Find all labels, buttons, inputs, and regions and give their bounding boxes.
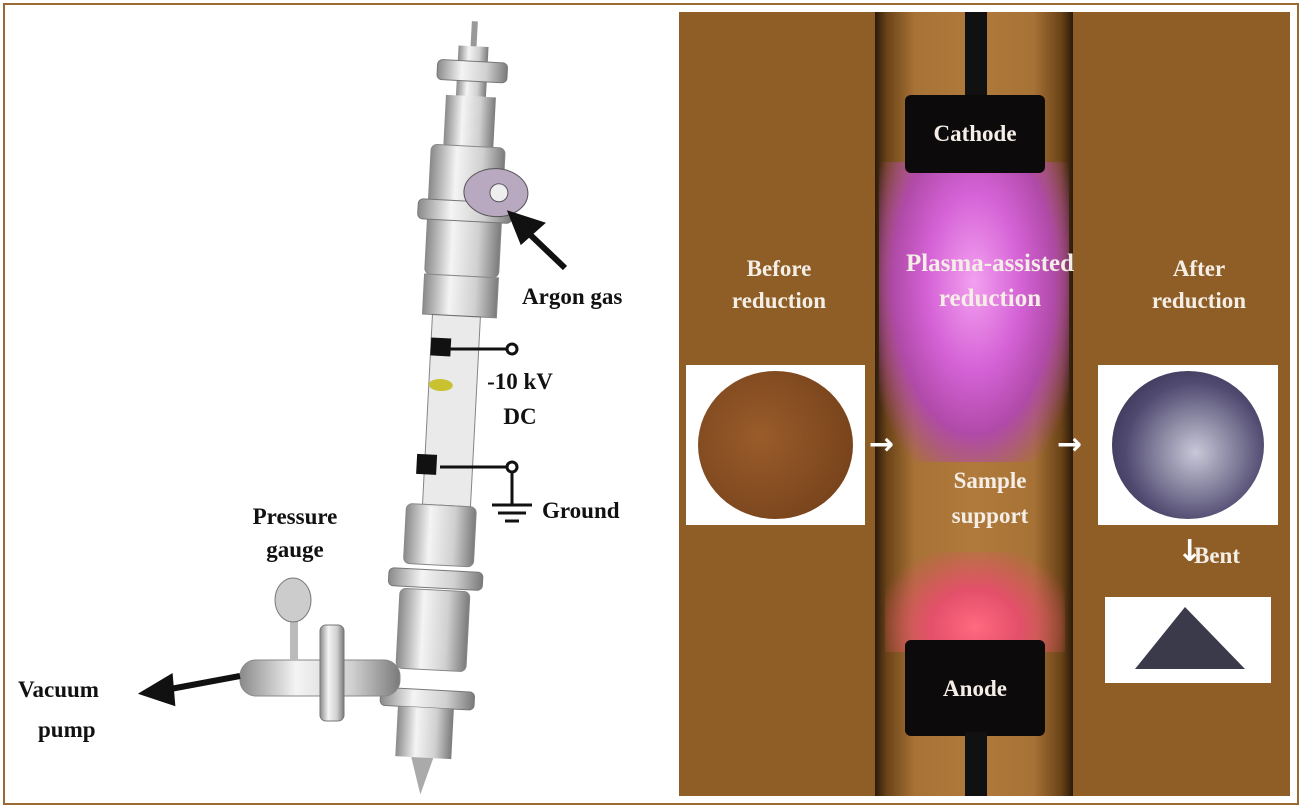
argon-arrow: [506, 210, 568, 271]
plasma-label-2: reduction: [938, 285, 1042, 312]
bent-sample-photo: [1105, 597, 1271, 683]
cathode-label: Cathode: [933, 121, 1017, 146]
after-label-2: reduction: [1151, 288, 1247, 313]
anode-glow: [885, 552, 1065, 652]
apparatus-drawing: [137, 21, 568, 795]
before-label-1: Before: [746, 256, 812, 281]
sample-support-label-2: support: [951, 503, 1029, 528]
vacuum-arrow: [137, 672, 241, 707]
ground-label: Ground: [542, 498, 620, 523]
before-sample-photo: [686, 365, 865, 525]
anode-block: [905, 640, 1045, 736]
wiring: [440, 342, 532, 523]
cathode-rod: [965, 12, 987, 102]
voltage-label-line1: -10 kV: [487, 369, 553, 394]
figure-frame: [3, 3, 1299, 805]
argon-gas-label: Argon gas: [522, 284, 623, 309]
pressure-gauge-label-2: gauge: [266, 537, 324, 562]
after-sample-photo: [1098, 365, 1278, 525]
voltage-label-line2: DC: [503, 404, 537, 429]
anode-rod: [965, 732, 987, 796]
before-label-2: reduction: [731, 288, 827, 313]
vacuum-chamber: [379, 21, 529, 795]
plasma-label-1: Plasma-assisted: [905, 250, 1075, 277]
sample-support-label-1: Sample: [953, 468, 1027, 493]
after-label-1: After: [1172, 256, 1226, 281]
anode-label: Anode: [943, 676, 1007, 701]
bent-label: Bent: [1194, 543, 1240, 568]
cathode-block: [905, 95, 1045, 173]
arrow-down-icon: ↓: [1177, 534, 1203, 569]
side-port: [239, 577, 401, 722]
pressure-gauge-label-1: Pressure: [252, 504, 338, 529]
vacuum-pump-label-2: pump: [38, 717, 96, 742]
arrow-right-icon: →: [869, 427, 895, 462]
plasma-glow: [879, 162, 1069, 462]
arrow-right-icon: →: [1057, 427, 1083, 462]
vacuum-pump-label-1: Vacuum: [18, 677, 99, 702]
plasma-photo-panel: → → ↓ Cathode Before reduction Plasma-as…: [679, 12, 1290, 796]
